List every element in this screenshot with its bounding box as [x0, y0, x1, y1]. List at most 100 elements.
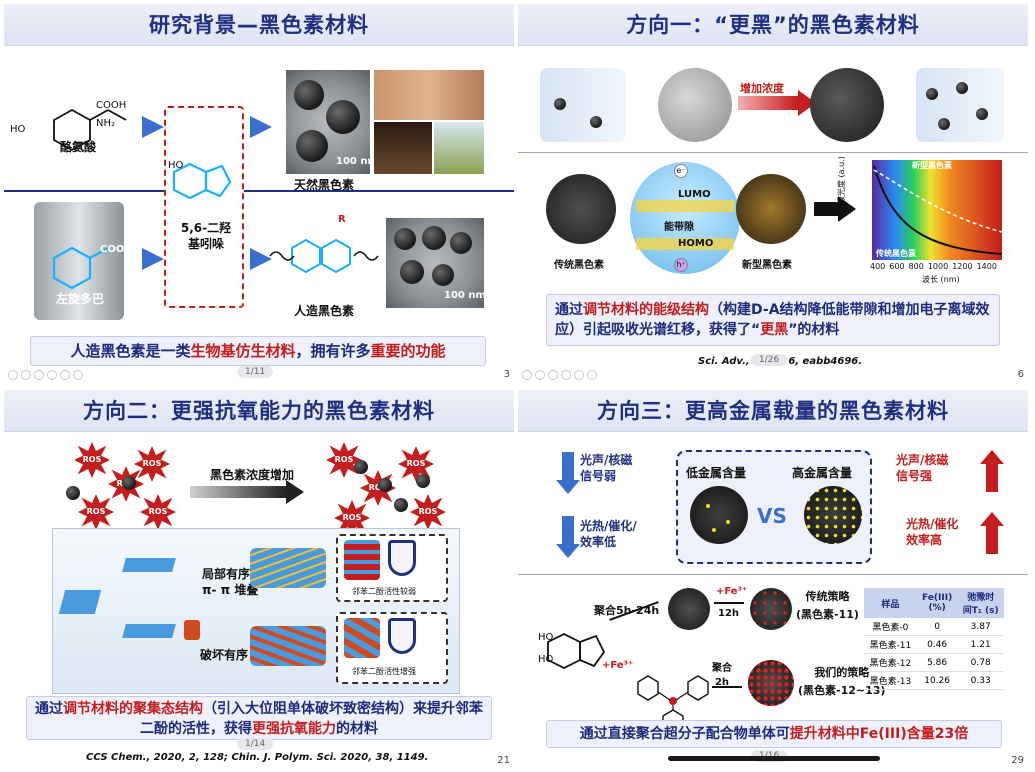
table-cell: 黑色素-0 — [864, 618, 917, 636]
homo-label: HOMO — [678, 238, 714, 249]
dhi-structure — [547, 632, 606, 670]
homo-band — [636, 238, 734, 250]
polymerize-2h-label: 聚合 2h — [712, 663, 732, 688]
page-number: 21 — [497, 755, 510, 766]
fe3-label: +Fe³⁺ — [716, 586, 748, 597]
traditional-melanin-image — [546, 174, 616, 244]
scale-label-2: 100 nm — [444, 290, 486, 301]
red-arrow-shaft — [738, 96, 798, 110]
page-number: 6 — [1017, 369, 1024, 380]
dhi-label: 5,6-二羟 基吲哚 — [180, 221, 232, 251]
chart-trad-label: 传统黑色素 — [876, 249, 916, 258]
table-row: 黑色素-0 0 3.87 — [864, 618, 1004, 636]
page-number: 29 — [1011, 755, 1024, 766]
natural-melanin-label: 天然黑色素 — [294, 178, 355, 192]
table-cell: 0.46 — [916, 635, 958, 654]
traditional-strategy-label: 传统策略 (黑色素-11) — [796, 590, 859, 621]
stack-image — [344, 540, 380, 580]
divider — [518, 152, 1028, 153]
arrow-right-icon — [142, 248, 164, 270]
table-cell: 黑色素-12 — [864, 653, 917, 672]
slide-4[interactable]: 方向三：更高金属载量的黑色素材料 光声/核磁 信号弱 光热/催化/ 效率低 低金… — [518, 390, 1028, 770]
chart-xticks: 400 600 800 1000 1200 1400 — [870, 262, 997, 271]
ho-label: HO — [538, 654, 554, 665]
dhi-box — [164, 106, 244, 308]
slide-pager: 1/11 — [237, 366, 274, 378]
home-indicator[interactable] — [668, 756, 880, 761]
disordered-structure — [250, 626, 326, 666]
disorder-label: 破坏有序 — [200, 648, 249, 662]
table-cell: 10.26 — [916, 671, 958, 690]
banner-text: ，拥有许多 — [295, 342, 371, 360]
col-header: Fe(III) (%) — [916, 588, 958, 618]
high-metal-particle — [804, 486, 862, 544]
ros-icon: ROS — [78, 494, 114, 530]
page-number: 3 — [503, 369, 510, 380]
table-cell: 1.21 — [957, 635, 1004, 654]
down-arrow-shaft — [562, 452, 574, 482]
x-tick: 800 — [908, 262, 924, 271]
slide-title: 方向一：“更黑”的黑色素材料 — [518, 4, 1028, 46]
chain-shape — [122, 624, 176, 638]
concentration-increase-label: 黑色素浓度增加 — [210, 468, 295, 482]
scale-label: 100 nm — [336, 156, 378, 167]
slide-title: 研究背景—黑色素材料 — [4, 4, 514, 46]
down-arrow-icon — [556, 480, 580, 494]
bandgap-label: 能带隙 — [664, 222, 694, 233]
vs-badge: VS — [750, 496, 794, 536]
novel-curve — [873, 169, 1003, 233]
table-cell: 0.78 — [957, 653, 1004, 672]
summary-banner: 人造黑色素是一类生物基仿生材料，拥有许多重要的功能 — [30, 336, 486, 366]
summary-banner: 通过调节材料的聚集态结构（引入大位阻单体破坏致密结构）来提升邻苯二酚的活性，获得… — [26, 696, 492, 740]
slide-controls[interactable] — [8, 370, 83, 380]
banner-text: 通过 — [555, 302, 583, 318]
melanin-particle — [354, 460, 368, 474]
disorder-image — [344, 618, 380, 658]
strong-activity-label: 邻苯二酚活性增强 — [352, 667, 416, 676]
x-tick: 1200 — [952, 262, 973, 271]
ldopa-structure — [52, 246, 109, 290]
traditional-curve — [873, 165, 1003, 255]
table-cell: 0 — [916, 618, 958, 636]
tyrosine-label: 酪氨酸 — [60, 140, 97, 154]
slide-1[interactable]: 研究背景—黑色素材料 HO COOH NH₂ 酪氨酸 HO COOH 左旋多巴 — [4, 4, 514, 384]
ho-label-2: HO — [10, 244, 27, 255]
banner-text: （构建D-A结构降低能带隙和增加电子离域效应）引起吸收光谱红移，获得了“ — [555, 302, 990, 338]
arrow-line — [712, 686, 742, 688]
slide-title: 方向二：更强抗氧能力的黑色素材料 — [4, 390, 514, 432]
divider — [4, 190, 514, 192]
summary-banner: 通过直接聚合超分子配合物单体可提升材料中Fe(III)含量23倍 — [546, 720, 1002, 748]
table-cell: 0.33 — [957, 671, 1004, 690]
arrow-line — [714, 602, 744, 604]
slide-pager: 1/14 — [237, 738, 274, 750]
down-arrow-icon — [556, 544, 580, 558]
shield-icon — [388, 540, 416, 576]
table-cell: 3.87 — [957, 618, 1004, 636]
banner-text: 通过直接聚合超分子配合物单体可 — [579, 726, 790, 742]
high-metal-label: 高金属含量 — [792, 466, 853, 480]
ho-label: HO — [538, 632, 554, 643]
divider — [518, 574, 1028, 575]
nh2-label: NH₂ — [96, 118, 116, 129]
banner-text: 通过 — [35, 701, 63, 717]
banner-highlight: 重要的功能 — [370, 342, 446, 360]
banner-highlight: 调节材料的聚集态结构 — [63, 701, 203, 717]
up-arrow-icon — [980, 512, 1004, 526]
black-arrow-icon — [838, 196, 856, 222]
monomer-shape — [58, 590, 102, 614]
table-row: 黑色素-12 5.86 0.78 — [864, 653, 1004, 672]
low-metal-particle — [690, 486, 748, 544]
slide-3[interactable]: 方向二：更强抗氧能力的黑色素材料 ROS ROS ROS ROS ROS 黑色素… — [4, 390, 514, 770]
sparse-cylinder — [540, 68, 626, 142]
supramolecular-complex — [637, 675, 709, 735]
increase-concentration-label: 增加浓度 — [740, 82, 784, 95]
slide-controls[interactable] — [522, 370, 597, 380]
stacked-structure — [250, 548, 326, 588]
slide-2[interactable]: 方向一：“更黑”的黑色素材料 增加浓度 传统黑色素 LUMO 能带隙 HOMO … — [518, 4, 1028, 384]
shield-icon — [388, 618, 416, 654]
dhi-structure — [172, 162, 232, 200]
arrow-right-icon — [250, 116, 272, 138]
ros-icon: ROS — [140, 494, 176, 530]
black-sphere — [810, 68, 884, 142]
